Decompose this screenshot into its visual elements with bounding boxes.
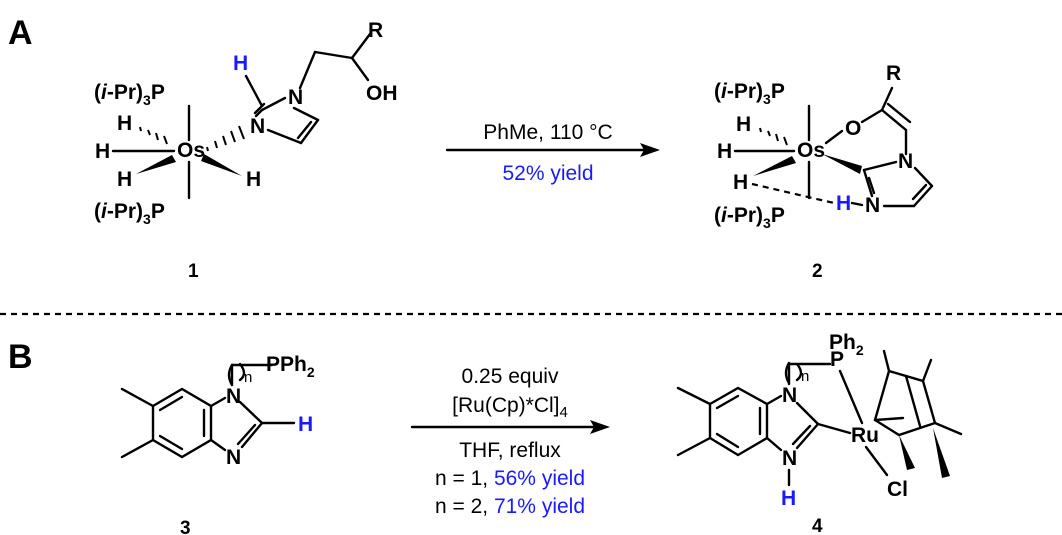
phosphine-top-1: (i-Pr)3P [94, 81, 165, 108]
hydroxyl-1: OH [366, 82, 398, 105]
nitrogen-3-3: N [226, 446, 241, 469]
nitrogen-3-2: N [865, 194, 880, 217]
nitrogen-3-4: N [782, 447, 797, 470]
hydride-left-2: H [717, 140, 732, 163]
chloride-4: Cl [887, 478, 908, 501]
hydride-upper-left-2: H [736, 113, 751, 136]
compound-4-label: 4 [812, 516, 823, 535]
hashed-bond-os-n-1 [206, 125, 245, 152]
os-atom-2: Os [797, 139, 825, 162]
phosphine-top-2: (i-Pr)3P [714, 80, 785, 107]
c2-hydrogen-1: H [233, 52, 248, 75]
phosphine-bottom-2: (i-Pr)3P [714, 204, 785, 231]
hydride-left-1: H [95, 140, 110, 163]
wedge-bond-carbene [822, 154, 862, 174]
compound-4-structure: N N H Ru Cl n P Ph2 [676, 331, 963, 510]
hashed-bond-2a [759, 127, 788, 146]
cp-star-ligand [873, 349, 963, 478]
compound-2-structure: Os (i-Pr)3P (i-Pr)3P H H H H O R [714, 62, 934, 231]
chain-length-n-3: n [244, 369, 252, 386]
phosphine-bottom-1: (i-Pr)3P [94, 200, 165, 227]
hydride-lower-right-1: H [246, 168, 261, 191]
wedge-bond-2a [753, 156, 796, 176]
dihydrogen-interaction [751, 182, 835, 205]
nh-hydrogen-4: H [781, 487, 796, 510]
condition-n1: n = 1, 56% yield [435, 467, 585, 490]
wedge-bond-1a [136, 155, 176, 174]
r-group-1: R [368, 19, 383, 42]
reaction-arrow-a [445, 143, 660, 157]
r-group-2: R [886, 62, 901, 85]
yield-a: 52% yield [502, 162, 593, 185]
reagent-a: PhMe, 110 °C [483, 121, 612, 144]
hydride-upper-left-1: H [117, 112, 132, 135]
oxygen-2: O [845, 117, 861, 140]
chain-length-n-4: n [801, 368, 809, 385]
nh-hydrogen-2: H [836, 192, 851, 215]
nitrogen-1-1: N [288, 86, 303, 109]
compound-2-label: 2 [812, 261, 823, 282]
phosphorus-atom-4: P [830, 348, 844, 371]
panel-label-a: A [8, 14, 33, 52]
hashed-bond-1a [139, 126, 168, 145]
reaction-arrow-b [410, 420, 610, 434]
reagent-equiv-b: 0.25 equiv [462, 365, 559, 388]
c2-hydrogen-3: H [298, 413, 313, 436]
nitrogen-3-1: N [250, 115, 265, 138]
hydride-lower-left-1: H [117, 168, 132, 191]
reagent-catalyst-b: [Ru(Cp)*Cl]4 [452, 394, 568, 421]
nitrogen-1-2: N [898, 150, 913, 173]
compound-3-structure: N N H n PPh2 [120, 353, 315, 469]
wedge-bond-1b [201, 154, 242, 176]
nitrogen-1-4: N [782, 384, 797, 407]
diphenyl-4: Ph2 [829, 331, 864, 358]
compound-1-structure: Os (i-Pr)3P (i-Pr)3P H H H H [94, 19, 398, 227]
condition-n2: n = 2, 71% yield [435, 495, 585, 518]
diphenylphosphine-3: PPh2 [266, 353, 315, 380]
os-atom-1: Os [177, 139, 205, 162]
compound-1-label: 1 [188, 261, 199, 282]
nitrogen-1-3: N [226, 385, 241, 408]
hydride-lower-left-2: H [733, 171, 748, 194]
compound-3-label: 3 [180, 518, 191, 535]
solvent-b: THF, reflux [459, 439, 561, 462]
ruthenium-atom-4: Ru [851, 424, 879, 447]
panel-label-b: B [8, 338, 33, 376]
